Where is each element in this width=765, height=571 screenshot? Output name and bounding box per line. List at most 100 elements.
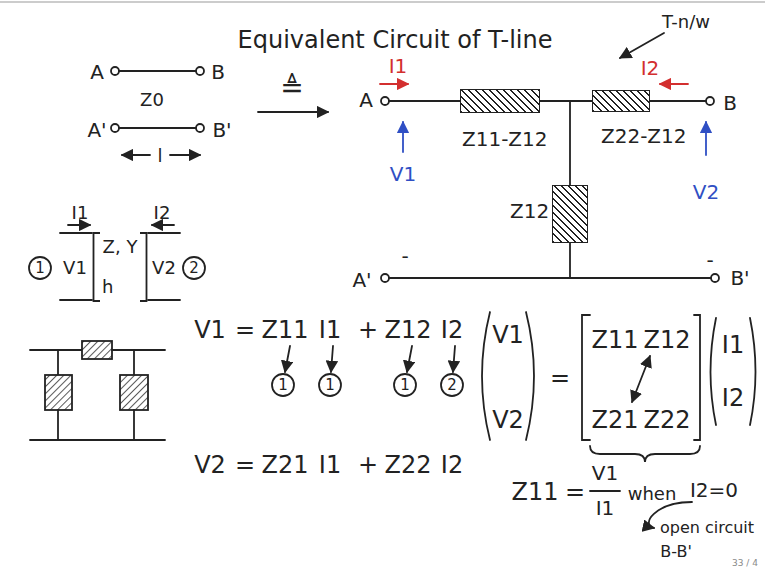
handwritten-label: I2 — [641, 58, 660, 78]
handwritten-label: Z12 — [385, 318, 432, 342]
handwritten-label: V1 — [592, 463, 618, 483]
terminal — [711, 274, 719, 282]
wire — [57, 350, 59, 375]
parenthesis — [526, 312, 534, 440]
top-rule — [0, 2, 765, 3]
bracket-outline — [94, 233, 101, 301]
terminal — [706, 97, 714, 105]
handwritten-label: + — [358, 318, 378, 342]
port-circle — [319, 374, 341, 396]
handwritten-label: V2 — [194, 453, 226, 477]
handwritten-label: + — [358, 453, 378, 477]
node-label: Z22-Z12 — [601, 125, 657, 147]
port-circle — [272, 374, 294, 396]
handwritten-label: B' — [730, 268, 749, 288]
swap-arrow — [632, 356, 650, 402]
impedance-box: Z12 — [552, 185, 588, 243]
annotation-arrow — [407, 346, 412, 372]
handwritten-label: Z22 — [385, 453, 432, 477]
impedance-symbol — [45, 375, 72, 410]
wire — [57, 410, 59, 440]
handwritten-label: A' — [352, 270, 371, 290]
port-lead — [60, 299, 92, 301]
handwritten-label: B — [723, 93, 737, 113]
handwritten-label: I2 — [441, 318, 463, 342]
wire — [650, 100, 706, 102]
impedance-symbol — [120, 375, 148, 410]
handwritten-label: Z12 — [644, 328, 691, 352]
handwritten-label: V1 — [194, 318, 226, 342]
handwritten-label: I1 — [319, 318, 341, 342]
handwritten-label: V2 — [693, 182, 719, 202]
wire — [112, 349, 165, 351]
handwritten-label: Z22 — [644, 408, 691, 432]
equivalence-arrow — [258, 111, 328, 113]
handwritten-label: - — [706, 250, 713, 270]
wire — [389, 277, 711, 279]
parenthesis — [482, 312, 490, 440]
parenthesis — [750, 318, 756, 425]
handwritten-label: Z11 — [512, 480, 559, 504]
handwritten-label: 1 — [35, 261, 45, 276]
annotation-arrow — [285, 346, 290, 372]
node-label: Z, Y — [103, 237, 138, 257]
handwritten-label: A' — [87, 120, 106, 140]
wire — [30, 349, 82, 351]
handwritten-label: - — [401, 246, 408, 266]
matrix-bracket — [694, 315, 700, 440]
handwritten-label: V1 — [492, 323, 524, 347]
line-conductor — [119, 70, 196, 72]
handwritten-label: I2 — [441, 453, 463, 477]
handwritten-label: I1 — [389, 56, 408, 76]
handwritten-label: I1 — [319, 453, 341, 477]
current-arrow — [380, 83, 408, 85]
handwritten-label: = — [235, 318, 255, 342]
handwritten-label: 1 — [325, 378, 335, 393]
handwritten-label: = — [550, 366, 570, 390]
handwritten-label: Z21 — [592, 408, 639, 432]
port-lead — [148, 299, 180, 301]
wire-connector — [540, 101, 570, 185]
handwritten-label: I1 — [72, 204, 89, 222]
parenthesis — [711, 318, 717, 425]
length-arrow — [170, 154, 200, 156]
handwritten-label: I2 — [722, 386, 744, 410]
slide-title: Equivalent Circuit of T-line — [238, 28, 553, 52]
handwritten-label: B — [211, 62, 225, 82]
handwritten-label: Z11 — [592, 328, 639, 352]
handwritten-label: open circuit — [660, 520, 754, 536]
wire — [133, 410, 135, 440]
port-lead — [148, 232, 180, 234]
handwritten-label: B-B' — [660, 544, 692, 560]
port-lead — [60, 232, 92, 234]
impedance-box: Z11-Z12 — [460, 89, 540, 113]
terminal — [111, 67, 119, 75]
handwritten-label: Z0 — [140, 91, 164, 109]
wire — [133, 350, 135, 375]
handwritten-label: I1 — [596, 498, 615, 518]
port-circle — [183, 257, 205, 279]
current-arrow — [68, 224, 90, 226]
handwritten-label: = — [235, 453, 255, 477]
handwritten-label: 1 — [278, 378, 288, 393]
handwritten-label: B' — [212, 120, 231, 140]
port-circle — [394, 374, 416, 396]
handwritten-label: 1 — [400, 378, 410, 393]
underbrace — [590, 446, 700, 462]
bracket-outline — [140, 233, 147, 301]
handwritten-label: A — [359, 90, 373, 110]
terminal — [381, 97, 389, 105]
handwritten-label: l — [157, 147, 162, 165]
current-arrow — [660, 83, 688, 85]
wire — [30, 439, 165, 441]
wire — [569, 243, 571, 278]
handwritten-label: 2 — [189, 261, 199, 276]
handwritten-label: ≜ — [280, 74, 303, 102]
handwritten-label: 33 / 4 — [732, 559, 758, 568]
port-circle — [441, 374, 463, 396]
terminal — [196, 67, 204, 75]
impedance-box: Z22-Z12 — [592, 90, 650, 112]
two-port-box: Z, Yh — [92, 232, 148, 302]
handwritten-label: Z21 — [262, 453, 309, 477]
handwritten-label: V2 — [492, 408, 524, 432]
